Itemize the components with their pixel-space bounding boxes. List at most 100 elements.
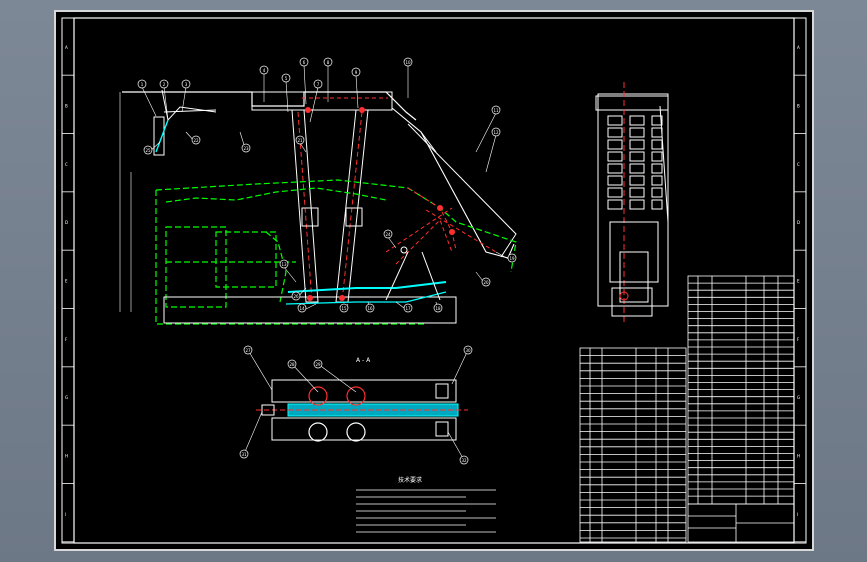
- svg-text:32: 32: [461, 458, 467, 463]
- svg-text:22: 22: [193, 138, 199, 143]
- part-balloon: 24: [383, 229, 397, 249]
- border-zone-ticks: [62, 74, 806, 543]
- plan-view-aa: A - A: [256, 357, 468, 442]
- end-view: [595, 82, 669, 322]
- zone-letter: G: [65, 395, 68, 400]
- svg-text:27: 27: [245, 348, 251, 353]
- svg-text:23: 23: [243, 146, 249, 151]
- svg-text:26: 26: [293, 294, 299, 299]
- svg-text:15: 15: [341, 306, 347, 311]
- title-block: [687, 503, 795, 543]
- svg-text:9: 9: [355, 70, 358, 75]
- zone-letter: E: [65, 279, 68, 284]
- part-balloon: 9: [351, 67, 361, 109]
- svg-text:14: 14: [299, 306, 305, 311]
- part-balloon: 13: [279, 259, 297, 283]
- part-balloon: 11: [475, 105, 501, 153]
- svg-text:13: 13: [281, 262, 287, 267]
- svg-text:29: 29: [315, 362, 321, 367]
- part-balloon: 30: [451, 345, 473, 385]
- part-balloon: 8: [323, 57, 333, 102]
- zone-letter: F: [65, 337, 68, 342]
- svg-text:2: 2: [163, 82, 166, 87]
- zone-letter: A: [797, 45, 800, 50]
- part-balloon: 27: [243, 345, 273, 391]
- part-balloon: 15: [339, 303, 349, 313]
- svg-text:12: 12: [493, 130, 499, 135]
- zone-letter: E: [797, 279, 800, 284]
- svg-text:18: 18: [435, 306, 441, 311]
- part-balloon: 19: [495, 251, 517, 263]
- svg-text:3: 3: [185, 82, 188, 87]
- svg-text:28: 28: [289, 362, 295, 367]
- part-balloon: 29: [313, 359, 357, 393]
- part-balloon: 2: [159, 79, 169, 121]
- part-balloon: 1: [137, 79, 157, 117]
- svg-text:19: 19: [509, 256, 515, 261]
- part-balloon: 26: [291, 287, 307, 301]
- part-balloon: 16: [365, 301, 375, 313]
- svg-text:5: 5: [285, 76, 288, 81]
- svg-text:1: 1: [141, 82, 144, 87]
- zone-letter: D: [797, 220, 800, 225]
- svg-text:24: 24: [385, 232, 391, 237]
- part-callouts-plan: 27 28 29 30 31 32: [239, 345, 473, 465]
- part-balloon: 14: [297, 303, 317, 313]
- part-balloon: 17: [395, 301, 413, 313]
- notes-title: 技术要求: [398, 476, 422, 484]
- zone-letter: H: [797, 454, 800, 459]
- part-balloon: 25: [143, 141, 161, 155]
- part-balloon: 32: [447, 431, 469, 465]
- part-balloon: 12: [485, 127, 501, 173]
- svg-text:7: 7: [317, 82, 320, 87]
- zone-letter: G: [797, 395, 800, 400]
- view-label: A - A: [356, 357, 371, 364]
- zone-letter: D: [65, 220, 68, 225]
- lowered-position-outline: [155, 179, 517, 325]
- svg-text:16: 16: [367, 306, 373, 311]
- part-balloon: 22: [185, 131, 201, 145]
- part-balloon: 23: [239, 131, 251, 153]
- zone-letter: C: [797, 162, 800, 167]
- svg-text:20: 20: [483, 280, 489, 285]
- zone-letter: F: [797, 337, 800, 342]
- part-balloon: 3: [181, 79, 191, 113]
- part-balloon: 21: [295, 135, 307, 153]
- part-balloon: 28: [287, 359, 319, 393]
- technical-notes: 技术要求: [356, 476, 496, 533]
- part-balloon: 18: [433, 301, 443, 313]
- svg-text:30: 30: [465, 348, 471, 353]
- hydraulic-leg-front: [291, 109, 319, 303]
- zone-letter: A: [65, 45, 68, 50]
- zone-letter: I: [65, 512, 66, 517]
- svg-text:25: 25: [145, 148, 151, 153]
- part-balloon: 4: [259, 65, 269, 102]
- svg-text:11: 11: [493, 108, 499, 113]
- svg-text:21: 21: [297, 138, 303, 143]
- four-bar-linkage: [385, 187, 497, 265]
- outer-frame: [61, 17, 807, 544]
- hydraulic-leg-rear: [335, 109, 369, 303]
- svg-text:4: 4: [263, 68, 266, 73]
- part-balloon: 5: [281, 73, 291, 113]
- part-balloon: 7: [309, 79, 323, 123]
- svg-text:17: 17: [405, 306, 411, 311]
- main-elevation-view: [119, 89, 517, 325]
- part-balloon: 6: [299, 57, 309, 105]
- zone-letter: H: [65, 454, 68, 459]
- part-balloon: 31: [239, 411, 263, 459]
- part-balloon: 20: [475, 271, 491, 287]
- zone-letter: C: [65, 162, 68, 167]
- svg-text:10: 10: [405, 60, 411, 65]
- svg-text:6: 6: [303, 60, 306, 65]
- parts-list-left: [579, 347, 687, 543]
- parts-list-right: [687, 275, 795, 505]
- zone-letter: B: [65, 104, 68, 109]
- svg-text:8: 8: [327, 60, 330, 65]
- svg-text:31: 31: [241, 452, 247, 457]
- zone-letter: I: [797, 512, 798, 517]
- zone-letter: B: [797, 104, 800, 109]
